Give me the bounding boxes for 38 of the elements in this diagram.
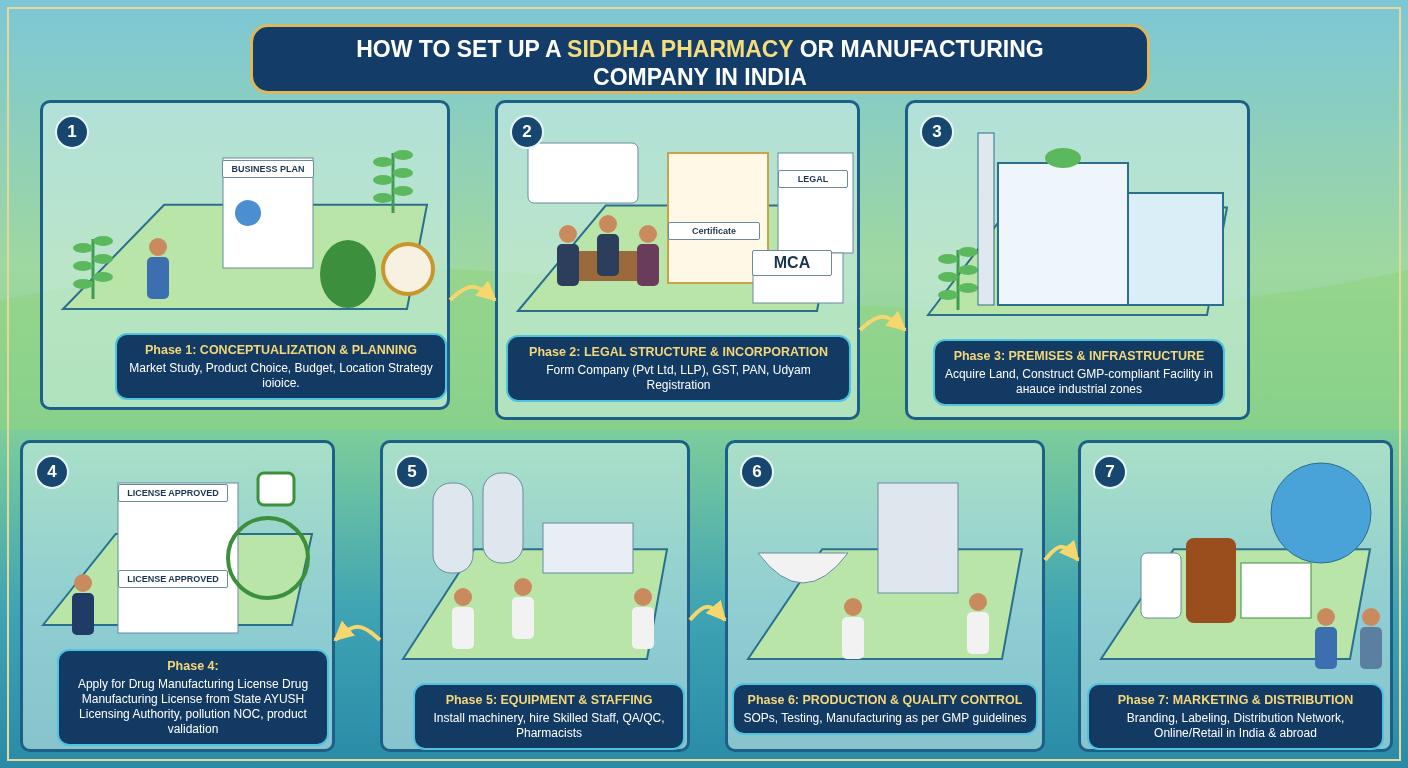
document-title: LICENSE APPROVED: [118, 570, 228, 588]
phase-panel: [495, 100, 860, 420]
step-number-badge: 5: [395, 455, 429, 489]
document-title: MCA: [752, 250, 832, 276]
phase-panel: [20, 440, 335, 752]
step-number-badge: 7: [1093, 455, 1127, 489]
document-title: BUSINESS PLAN: [222, 160, 314, 178]
phase-description: Market Study, Product Choice, Budget, Location Strategy ioioice.: [128, 361, 434, 391]
phase-heading: Phase 3: PREMISES & INFRASTRUCTURE: [952, 348, 1206, 364]
phase-heading: Phase 1: CONCEPTUALIZATION & PLANNING: [144, 342, 418, 358]
phase-description: Acquire Land, Construct GMP-compliant Facility in aнauce industrial zones: [943, 367, 1215, 397]
phase-panel: [905, 100, 1250, 420]
step-number-badge: 1: [55, 115, 89, 149]
phase-heading: Phase 6: PRODUCTION & QUALITY CONTROL: [746, 692, 1024, 708]
step-number-badge: 4: [35, 455, 69, 489]
phase-description: Install machinery, hire Skilled Staff, QA/QC, Pharmacists: [432, 711, 666, 741]
phase-panel: [725, 440, 1045, 752]
phase-description: SOPs, Testing, Manufacturing as per GMP guidelines: [742, 711, 1028, 726]
document-title: Certificate: [668, 222, 760, 240]
phase-description: Apply for Drug Manufacturing License Drug Manufacturing License from State AYUSH Licensing Authority, pollution NOC, product validation: [76, 677, 310, 737]
title-banner: HOW TO SET UP A SIDDHA PHARMACY OR MANUFACTURING COMPANY IN INDIA: [250, 24, 1150, 94]
flow-arrow: [448, 280, 497, 302]
phase-panel: [40, 100, 450, 410]
flow-arrow: [333, 620, 382, 642]
phase-description: Form Company (Pvt Ltd, LLP), GST, PAN, Udyam Registration: [545, 363, 812, 393]
phase-panel: [380, 440, 690, 752]
phase-heading: Phase 7: MARKETING & DISTRIBUTION: [1116, 692, 1355, 708]
document-title: LEGAL: [778, 170, 848, 188]
flow-arrow: [858, 310, 907, 332]
phase-heading: Phase 4:: [166, 658, 220, 674]
phase-description: Branding, Labeling, Distribution Network, Online/Retail in India & abroad: [1125, 711, 1346, 741]
phase-heading: Phase 5: EQUIPMENT & STAFFING: [444, 692, 654, 708]
step-number-badge: 2: [510, 115, 544, 149]
phase-panel: [1078, 440, 1393, 752]
document-title: LICENSE APPROVED: [118, 484, 228, 502]
step-number-badge: 3: [920, 115, 954, 149]
phase-heading: Phase 2: LEGAL STRUCTURE & INCORPORATION: [528, 344, 829, 360]
step-number-badge: 6: [740, 455, 774, 489]
